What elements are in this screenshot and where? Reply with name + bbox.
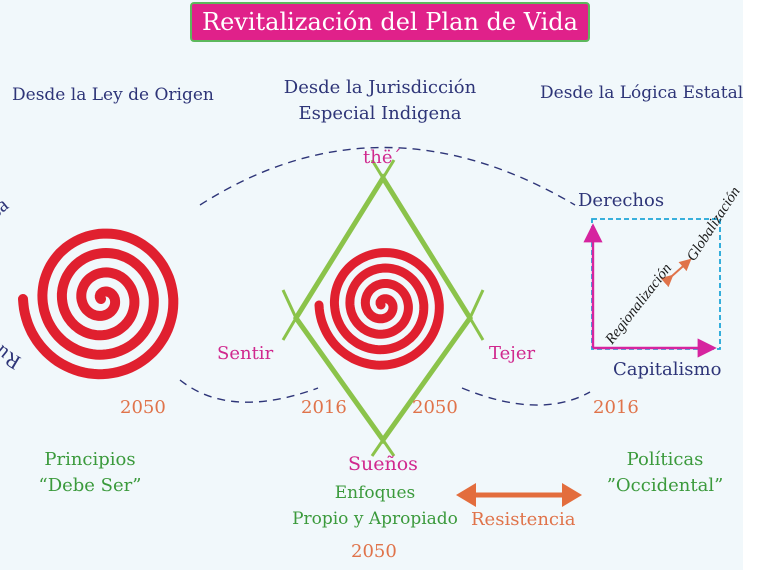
diamond-right-label: Tejer [489, 343, 536, 364]
dashed-ellipse-bottom-left [179, 379, 319, 403]
dashed-ellipse-top [199, 146, 576, 206]
diag-low-label: Regionalización [602, 261, 675, 348]
bottom-frame-strip [0, 570, 760, 584]
heading-center-line2: Especial Indigena [298, 103, 462, 124]
approaches-line1: Enfoques [334, 483, 416, 503]
year-bottom: 2050 [351, 541, 397, 562]
diamond-top-label: thë´ [363, 147, 402, 168]
resistance-arrow-head-right [562, 483, 582, 507]
diamond-bottom-label: Sueños [348, 453, 418, 475]
dashed-ellipse-bottom-right [461, 387, 591, 406]
spiral-center-stroke [314, 248, 444, 370]
diamond-tip-top-left [370, 159, 385, 179]
heading-left: Desde la Ley de Origen [12, 85, 214, 105]
right-frame-strip [743, 0, 760, 584]
diamond-tip-right-down [468, 317, 485, 341]
axis-y-label: Derechos [578, 190, 665, 211]
policies-line1: Políticas [626, 449, 704, 470]
left-spiral [18, 228, 179, 380]
spiral-route-label: Ruta del Pueblo Nasa [0, 192, 25, 375]
page-title: Revitalización del Plan de Vida [202, 8, 578, 36]
policies-line2: ”Occidental” [606, 475, 724, 496]
resistance-label: Resistencia [471, 509, 576, 530]
approaches-line2: Propio y Apropiado [292, 509, 458, 529]
year-right: 2016 [593, 397, 639, 418]
year-diamond-right: 2050 [412, 397, 458, 418]
heading-center-line1: Desde la Jurisdicción [283, 77, 477, 98]
diamond-tip-left-up [281, 289, 298, 319]
spiral-left-stroke [18, 228, 179, 380]
title-banner: Revitalización del Plan de Vida [190, 2, 590, 42]
diamond-tip-right-up [468, 289, 485, 319]
year-left: 2050 [120, 397, 166, 418]
diamond-tip-bottom-left [370, 439, 385, 457]
diag-high-label: Globalización [684, 184, 744, 264]
resistance-arrow-head-left [456, 483, 476, 507]
center-spiral [314, 248, 444, 370]
diamond-tip-left-down [281, 317, 298, 341]
diamond-tip-bottom-right [381, 439, 396, 457]
year-diamond-left: 2016 [301, 397, 347, 418]
principles-line1: Principios [44, 449, 136, 470]
diamond-left-label: Sentir [217, 343, 274, 364]
axis-x-label: Capitalismo [613, 359, 722, 380]
diagonal-double-arrow [660, 258, 692, 288]
heading-right: Desde la Lógica Estatal [540, 83, 744, 103]
diamond-tip-top-right [381, 159, 396, 179]
principles-line2: “Debe Ser” [38, 475, 142, 496]
